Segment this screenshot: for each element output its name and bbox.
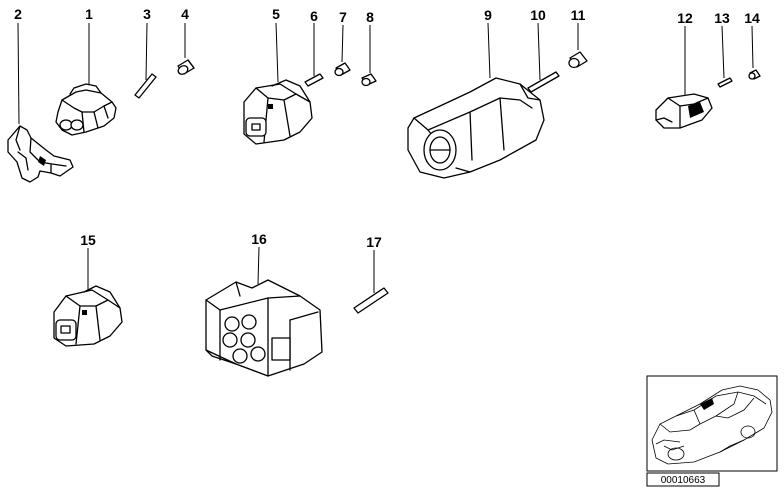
callout-14: 14: [744, 10, 760, 26]
callout-8: 8: [366, 9, 374, 25]
part-10-pin: [527, 71, 560, 93]
reference-code-box: 00010663: [646, 472, 720, 487]
callout-4: 4: [181, 6, 189, 22]
part-1-connector: [55, 83, 117, 136]
callout-3: 3: [143, 6, 151, 22]
part-7-sleeve: [334, 62, 351, 77]
part-3-pin: [134, 73, 157, 99]
callout-17: 17: [366, 234, 382, 250]
part-12-connector: [655, 93, 713, 129]
callout-6: 6: [310, 8, 318, 24]
callout-7: 7: [339, 9, 347, 25]
part-9-housing: [407, 77, 545, 179]
part-2-clip: [7, 125, 74, 183]
callout-1: 1: [85, 6, 93, 22]
callout-13: 13: [714, 10, 730, 26]
part-14-sleeve: [748, 69, 761, 80]
part-11-sleeve: [568, 51, 588, 69]
part-17-pin: [353, 287, 389, 314]
reference-code: 00010663: [661, 475, 706, 486]
callout-5: 5: [272, 6, 280, 22]
callout-12: 12: [677, 10, 693, 26]
car-thumbnail-inset: [646, 375, 778, 472]
part-15-connector: [53, 285, 123, 347]
part-13-pin: [717, 77, 733, 88]
part-6-pin: [304, 73, 324, 87]
callout-9: 9: [484, 7, 492, 23]
leader-lines: [17, 22, 754, 293]
callout-15: 15: [80, 232, 96, 248]
callout-numbers: 2 1 3 4 5 6 7 8 9 10 11 12 13 14 15 16 1…: [14, 6, 760, 250]
callout-16: 16: [251, 231, 267, 247]
part-16-housing: [205, 279, 323, 377]
part-8-sleeve: [361, 73, 377, 87]
part-5-connector: [243, 79, 313, 145]
part-4-sleeve: [177, 59, 195, 75]
callout-2: 2: [14, 6, 22, 22]
callout-10: 10: [530, 7, 546, 23]
car-drawing: [651, 385, 773, 465]
callout-11: 11: [571, 7, 586, 23]
